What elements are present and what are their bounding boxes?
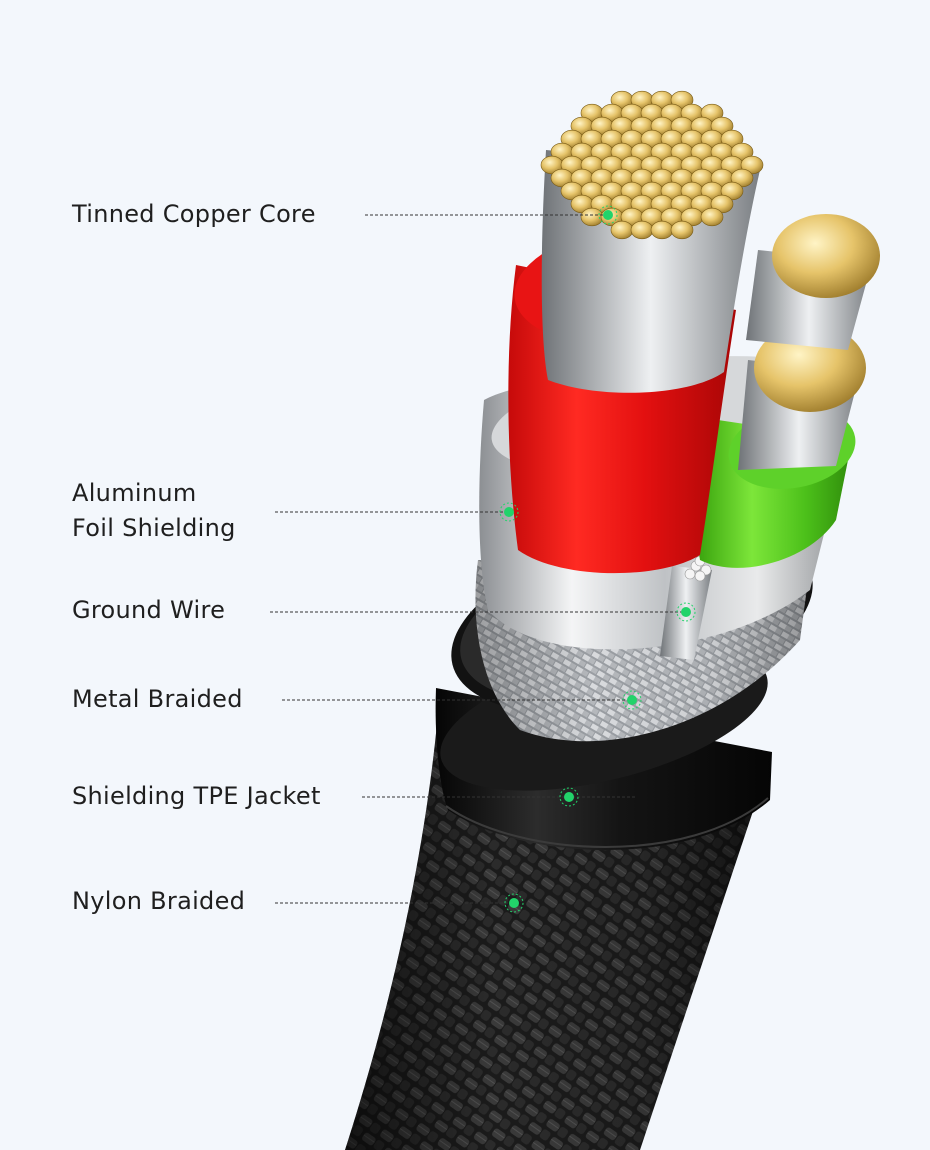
copper-strand-ends xyxy=(540,90,764,240)
label-shielding-tpe-jacket: Shielding TPE Jacket xyxy=(72,779,321,814)
third-wire xyxy=(746,214,880,350)
copper-strand-end xyxy=(630,220,654,240)
indicator-dot-metal-braided xyxy=(622,690,642,710)
label-aluminum-foil-shielding-line-2: Foil Shielding xyxy=(72,514,236,542)
label-nylon-braided-text: Nylon Braided xyxy=(72,887,246,915)
label-aluminum-foil-shielding-line-1: Aluminum xyxy=(72,479,197,507)
indicator-dot-aluminum-foil xyxy=(499,502,519,522)
label-shielding-tpe-jacket-text: Shielding TPE Jacket xyxy=(72,782,321,810)
label-metal-braided: Metal Braided xyxy=(72,682,243,717)
label-metal-braided-text: Metal Braided xyxy=(72,685,243,713)
label-tinned-copper-core-text: Tinned Copper Core xyxy=(72,200,316,228)
label-ground-wire: Ground Wire xyxy=(72,593,225,628)
indicators xyxy=(499,205,696,913)
copper-strand-end xyxy=(610,220,634,240)
copper-strand-end xyxy=(670,220,694,240)
indicator-dot-tpe-jacket xyxy=(559,787,579,807)
indicator-dot-tinned-copper-core xyxy=(598,205,618,225)
label-nylon-braided: Nylon Braided xyxy=(72,884,245,919)
copper-strand-end xyxy=(650,220,674,240)
label-aluminum-foil-shielding: Aluminum Foil Shielding xyxy=(72,476,236,546)
copper-strand-end xyxy=(700,207,724,227)
main-copper-core xyxy=(540,90,764,393)
label-ground-wire-text: Ground Wire xyxy=(72,596,226,624)
indicator-dot-ground-wire xyxy=(676,602,696,622)
label-tinned-copper-core: Tinned Copper Core xyxy=(72,197,316,232)
leader-lines xyxy=(270,214,686,904)
indicator-dot-nylon-braided xyxy=(504,893,524,913)
